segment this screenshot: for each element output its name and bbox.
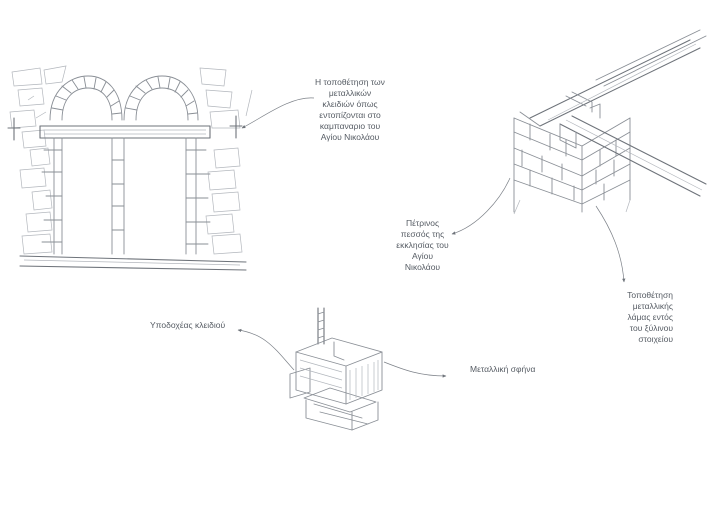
belfry-window-drawing bbox=[7, 65, 253, 271]
annotation-metal-wedge: Μεταλλική σφήνα bbox=[470, 364, 536, 374]
annotation-stone-pier: Πέτρινος πεσσός της εκκλησίας του Αγίου … bbox=[396, 218, 449, 272]
annotation-metal-plate: Τοποθέτηση μεταλλικής λάμας εντός του ξύ… bbox=[627, 290, 673, 344]
annotation-key-receiver: Υποδοχέας κλειδιού bbox=[150, 320, 226, 330]
annotation-metal-keys: Η τοποθέτηση των μεταλλικών κλειδιών όπω… bbox=[315, 77, 385, 142]
key-receiver-drawing bbox=[289, 307, 383, 431]
stone-pier-drawing bbox=[513, 29, 707, 215]
